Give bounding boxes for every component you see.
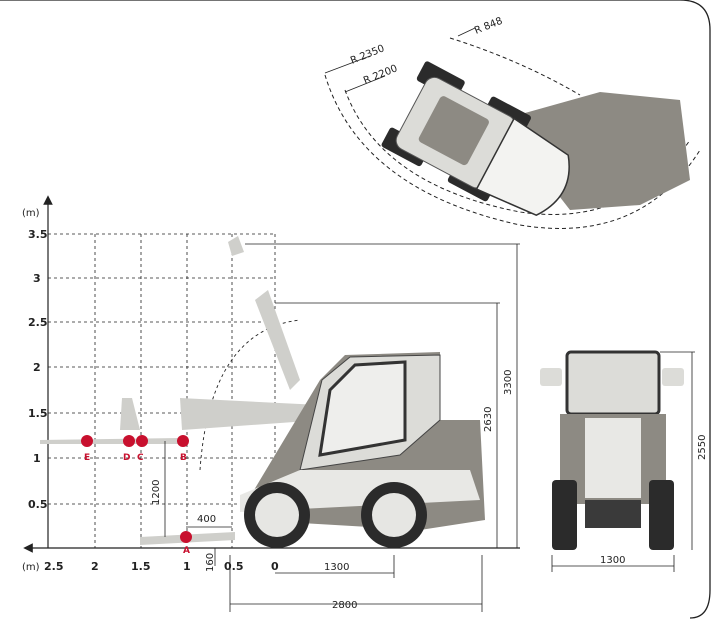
y-tick-3-5: 3.5 <box>28 228 48 241</box>
dim-wheelbase: 1300 <box>324 562 349 573</box>
point-b-label: B <box>180 453 187 463</box>
inner-radius-arc <box>449 37 581 96</box>
x-tick-1: 1 <box>183 560 191 573</box>
point-c-label: C <box>137 453 144 463</box>
y-tick-3: 3 <box>33 272 41 285</box>
x-tick-1-5: 1.5 <box>131 560 151 573</box>
x-tick-0: 0 <box>271 560 279 573</box>
rear-rim <box>372 493 416 537</box>
side-machine <box>240 352 485 548</box>
point-d-label: D <box>123 453 130 463</box>
label-r-inner: R 848 <box>473 16 504 37</box>
top-view: R 2350 R 2200 R 848 <box>324 16 701 229</box>
x-tick-0-5: 0.5 <box>224 560 244 573</box>
side-dimensions <box>164 243 520 612</box>
side-grid <box>48 233 276 548</box>
front-dimensions <box>551 351 695 572</box>
dim-front-width: 1300 <box>600 555 625 566</box>
dim-front-height: 2550 <box>697 435 708 460</box>
point-b-marker <box>177 435 189 447</box>
y-unit: (m) <box>22 208 40 219</box>
front-rim <box>255 493 299 537</box>
dim-height-pin: 2630 <box>483 407 494 432</box>
x-tick-2: 2 <box>91 560 99 573</box>
dim-height-max: 3300 <box>503 370 514 395</box>
dim-length: 2800 <box>332 600 357 611</box>
front-engine-panel <box>585 418 641 498</box>
point-d-marker <box>123 435 135 447</box>
front-tyre-right <box>649 480 674 550</box>
point-c-marker <box>136 435 148 447</box>
y-tick-1-5: 1.5 <box>28 407 48 420</box>
y-tick-0-5: 0.5 <box>28 498 48 511</box>
side-cab-window <box>318 360 407 457</box>
dim-lift: 1200 <box>151 480 162 505</box>
front-mirror-left <box>540 368 562 386</box>
point-e-marker <box>81 435 93 447</box>
x-unit: (m) <box>22 562 40 573</box>
front-cab <box>565 350 661 416</box>
label-r-outer: R 2350 <box>349 43 386 67</box>
point-a-marker <box>180 531 192 543</box>
front-view <box>540 350 684 550</box>
front-hitch <box>585 500 641 528</box>
y-tick-2-5: 2.5 <box>28 316 48 329</box>
front-mirror-right <box>662 368 684 386</box>
front-tyre-left <box>552 480 577 550</box>
dim-reach: 400 <box>197 514 216 525</box>
dim-dig: 160 <box>205 553 216 572</box>
top-engine <box>418 96 489 166</box>
y-tick-1: 1 <box>33 452 41 465</box>
point-e-label: E <box>84 453 90 463</box>
target-points: E D C B A <box>81 435 192 556</box>
y-tick-2: 2 <box>33 361 41 374</box>
label-r-mid: R 2200 <box>362 63 399 87</box>
x-tick-2-5: 2.5 <box>44 560 64 573</box>
point-a-label: A <box>183 546 190 556</box>
top-cab <box>475 117 570 217</box>
